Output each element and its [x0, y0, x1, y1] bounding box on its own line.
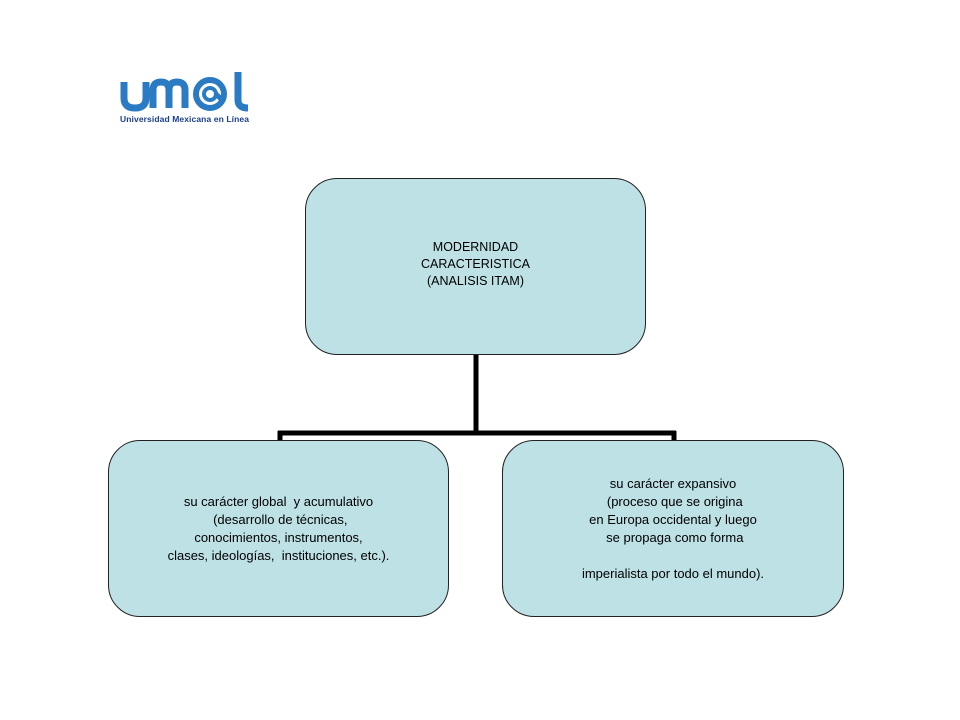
- global-line-1: su carácter global y acumulativo: [183, 493, 374, 509]
- root-node-text: MODERNIDAD CARACTERISTICA (ANALISIS ITAM…: [421, 239, 530, 290]
- root-line-3: (ANALISIS ITAM): [426, 274, 524, 288]
- expansive-line-6: imperialista por todo el mundo).: [581, 565, 765, 581]
- expansive-line-4: se propaga como forma: [602, 529, 744, 545]
- expansive-line-gap: [582, 547, 764, 565]
- expansive-line-2: (proceso que se origina: [603, 493, 743, 509]
- child-node-global: su carácter global y acumulativo (desarr…: [108, 440, 449, 617]
- child-node-global-text: su carácter global y acumulativo (desarr…: [168, 493, 390, 565]
- global-line-4: clases, ideologías, instituciones, etc.)…: [167, 547, 390, 563]
- logo-tagline: Universidad Mexicana en Línea: [120, 114, 250, 124]
- expansive-line-1: su carácter expansivo: [609, 475, 737, 491]
- root-line-1: MODERNIDAD: [432, 240, 519, 254]
- child-node-expansive-text: su carácter expansivo (proceso que se or…: [582, 475, 764, 583]
- expansive-line-3: en Europa occidental y luego: [589, 511, 757, 527]
- umel-wordmark-icon: [120, 72, 249, 112]
- global-line-2: (desarrollo de técnicas,: [209, 511, 348, 527]
- root-line-2: CARACTERISTICA: [420, 257, 531, 271]
- global-line-3: conocimientos, instrumentos,: [194, 529, 363, 545]
- child-node-expansive: su carácter expansivo (proceso que se or…: [502, 440, 844, 617]
- root-node: MODERNIDAD CARACTERISTICA (ANALISIS ITAM…: [305, 178, 646, 355]
- umel-logo: Universidad Mexicana en Línea: [120, 72, 260, 128]
